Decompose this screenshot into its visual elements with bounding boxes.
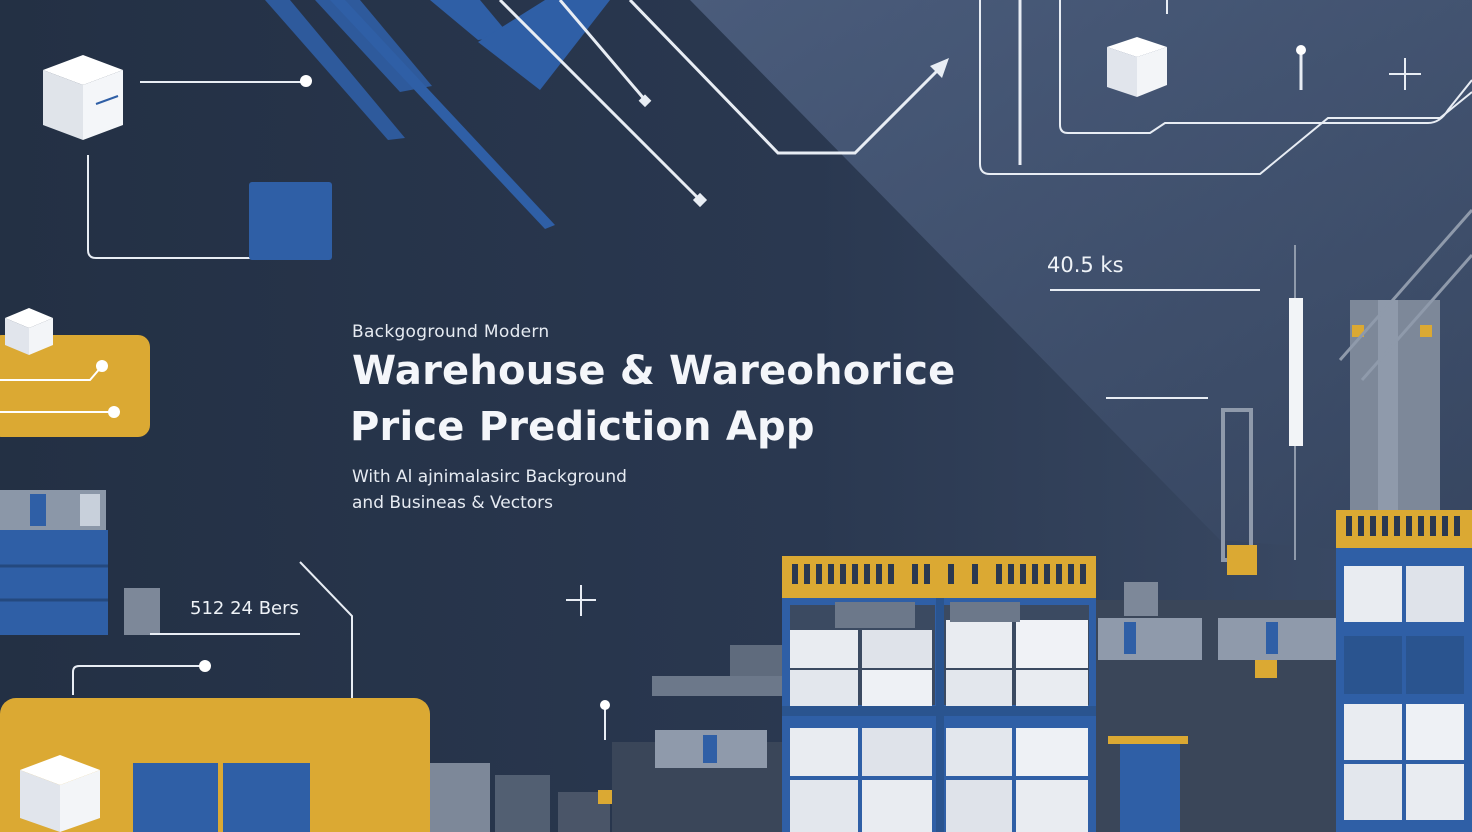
- stat-label-top-right: 40.5 ks: [1047, 253, 1124, 277]
- pin-icon: [600, 700, 610, 740]
- background-buildings: [430, 645, 782, 832]
- headline-subtitle-line-1: With Al ajnimalasirc Background: [352, 467, 627, 487]
- yellow-card: [0, 335, 150, 437]
- yellow-card: [0, 698, 430, 832]
- cube-icon: [5, 308, 53, 355]
- connector-line: [87, 75, 312, 259]
- headline-title-line-1: Warehouse & Wareohorice: [352, 348, 956, 394]
- top-right-frame: [979, 0, 1472, 175]
- headline-subtitle-line-2: and Busineas & Vectors: [352, 493, 554, 513]
- cube-icon: [20, 755, 100, 832]
- cube-icon: [43, 55, 123, 140]
- warehouse-shelf: [1336, 510, 1472, 832]
- diagonal-bars: [265, 0, 708, 229]
- light-panel: [690, 0, 1472, 560]
- connector-line: [72, 660, 211, 695]
- cube-icon: [1107, 37, 1167, 97]
- background-buildings: [1096, 209, 1472, 832]
- stat-label-bottom-left: 512 24 Bers: [190, 598, 299, 619]
- headline-kicker: Backgoground Modern: [352, 322, 550, 342]
- plus-icon: [566, 585, 596, 616]
- headline-title-line-2: Price Prediction App: [350, 404, 815, 450]
- blue-square: [249, 182, 332, 260]
- arrow-icon: [628, 0, 949, 155]
- plus-icon: [1389, 58, 1421, 90]
- pin-icon: [1296, 45, 1306, 90]
- server-rack-icon: [0, 490, 160, 635]
- warehouse-main: [782, 556, 1096, 832]
